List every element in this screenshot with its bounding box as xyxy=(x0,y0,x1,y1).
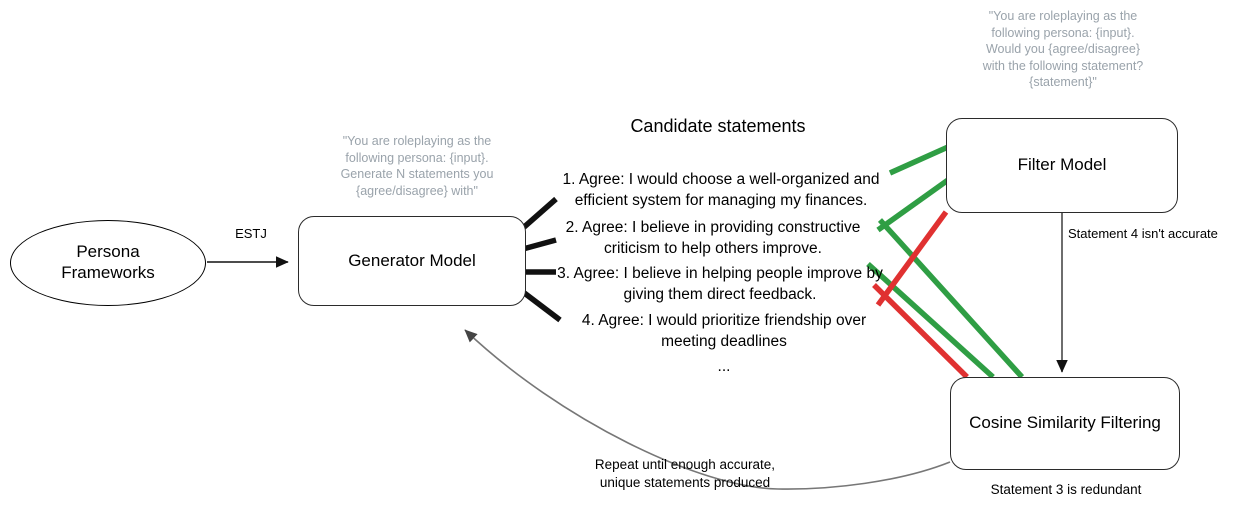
edge-rejected-from-filter xyxy=(875,210,949,307)
candidate-statement-4: 4. Agree: I would prioritize friendship … xyxy=(581,312,867,350)
candidate-statements-ellipsis: ... xyxy=(717,358,731,375)
candidate-statements-heading: Candidate statements xyxy=(630,116,806,136)
node-persona-frameworks[interactable]: Persona Frameworks xyxy=(10,220,206,306)
edge-statement-3-to-cosine xyxy=(877,218,1025,379)
edge-label-estj: ESTJ xyxy=(235,226,267,241)
node-generator-model[interactable]: Generator Model xyxy=(298,216,526,306)
filter-prompt-text: "You are roleplaying as the following pe… xyxy=(982,9,1144,89)
feedback-loop-label: Repeat until enough accurate, unique sta… xyxy=(594,457,776,490)
edge-label-statement-4-inaccurate: Statement 4 isn't accurate xyxy=(1068,226,1218,241)
node-filter-model[interactable]: Filter Model xyxy=(946,118,1178,213)
candidate-statement-1: 1. Agree: I would choose a well-organize… xyxy=(562,171,880,209)
cosine-redundancy-note: Statement 3 is redundant xyxy=(990,482,1142,497)
edge-statement-1-accepted xyxy=(888,144,950,176)
node-persona-frameworks-label: Persona Frameworks xyxy=(61,242,155,282)
candidate-statement-2: 2. Agree: I believe in providing constru… xyxy=(565,219,861,257)
node-cosine-similarity-filtering-label: Cosine Similarity Filtering xyxy=(969,413,1161,433)
node-generator-model-label: Generator Model xyxy=(348,250,476,270)
candidate-statement-3: 3. Agree: I believe in helping people im… xyxy=(557,265,883,303)
generator-prompt-text: "You are roleplaying as the following pe… xyxy=(340,134,494,198)
node-cosine-similarity-filtering[interactable]: Cosine Similarity Filtering xyxy=(950,377,1180,470)
node-filter-model-label: Filter Model xyxy=(1017,155,1107,175)
